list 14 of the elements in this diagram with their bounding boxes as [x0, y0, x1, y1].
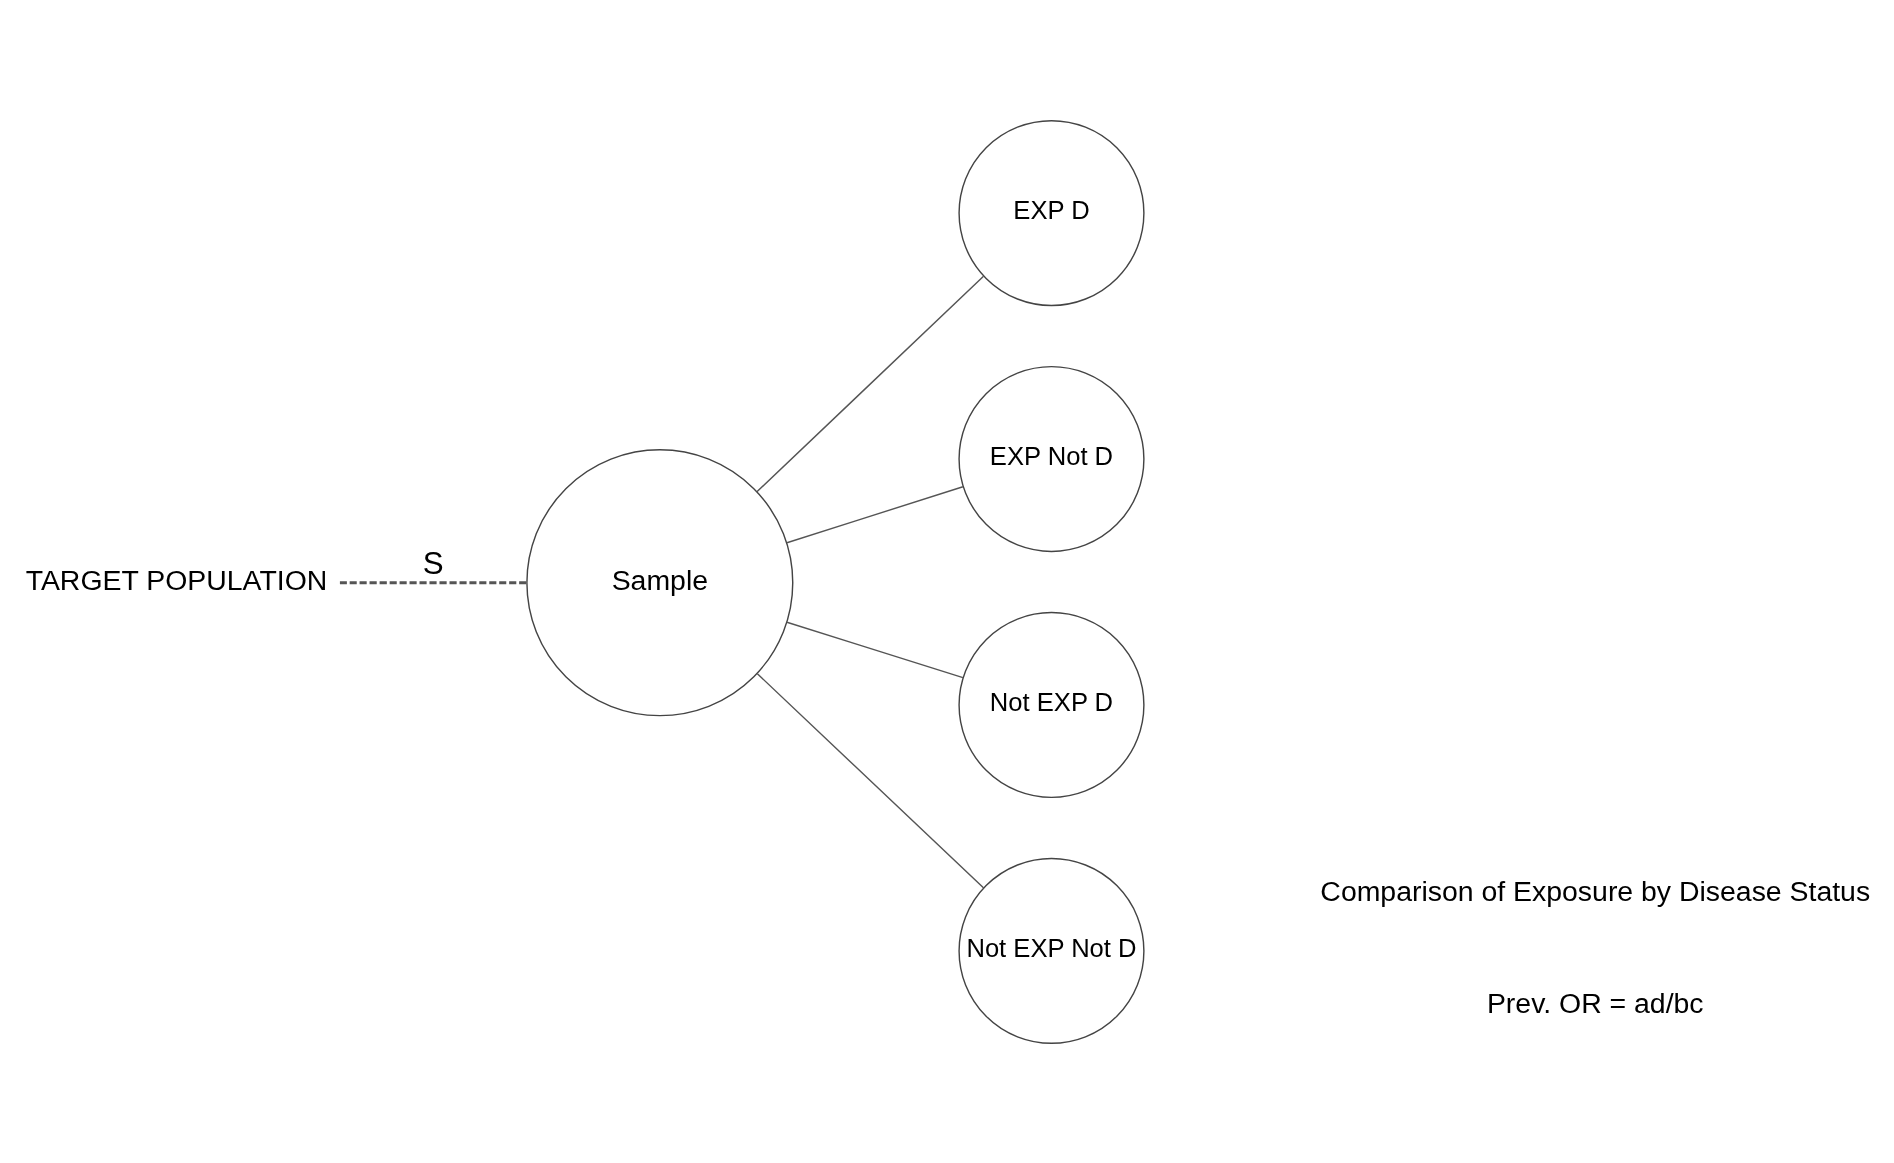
node-text: TARGET POPULATION [25, 563, 328, 596]
connector [339, 580, 527, 584]
node-circle: EXP D [958, 119, 1145, 306]
node-circle: EXP Not D [958, 365, 1145, 552]
edge-label: S [422, 545, 444, 581]
connector [756, 275, 985, 492]
node-circle: Sample [526, 448, 794, 716]
connector [786, 621, 964, 678]
connector [756, 672, 985, 889]
connector [786, 485, 964, 543]
node-circle: Not EXP Not D [958, 857, 1145, 1044]
label: Prev. OR = ad/bc [1486, 986, 1704, 1019]
node-circle: Not EXP D [958, 611, 1145, 798]
label: Comparison of Exposure by Disease Status [1320, 874, 1871, 907]
